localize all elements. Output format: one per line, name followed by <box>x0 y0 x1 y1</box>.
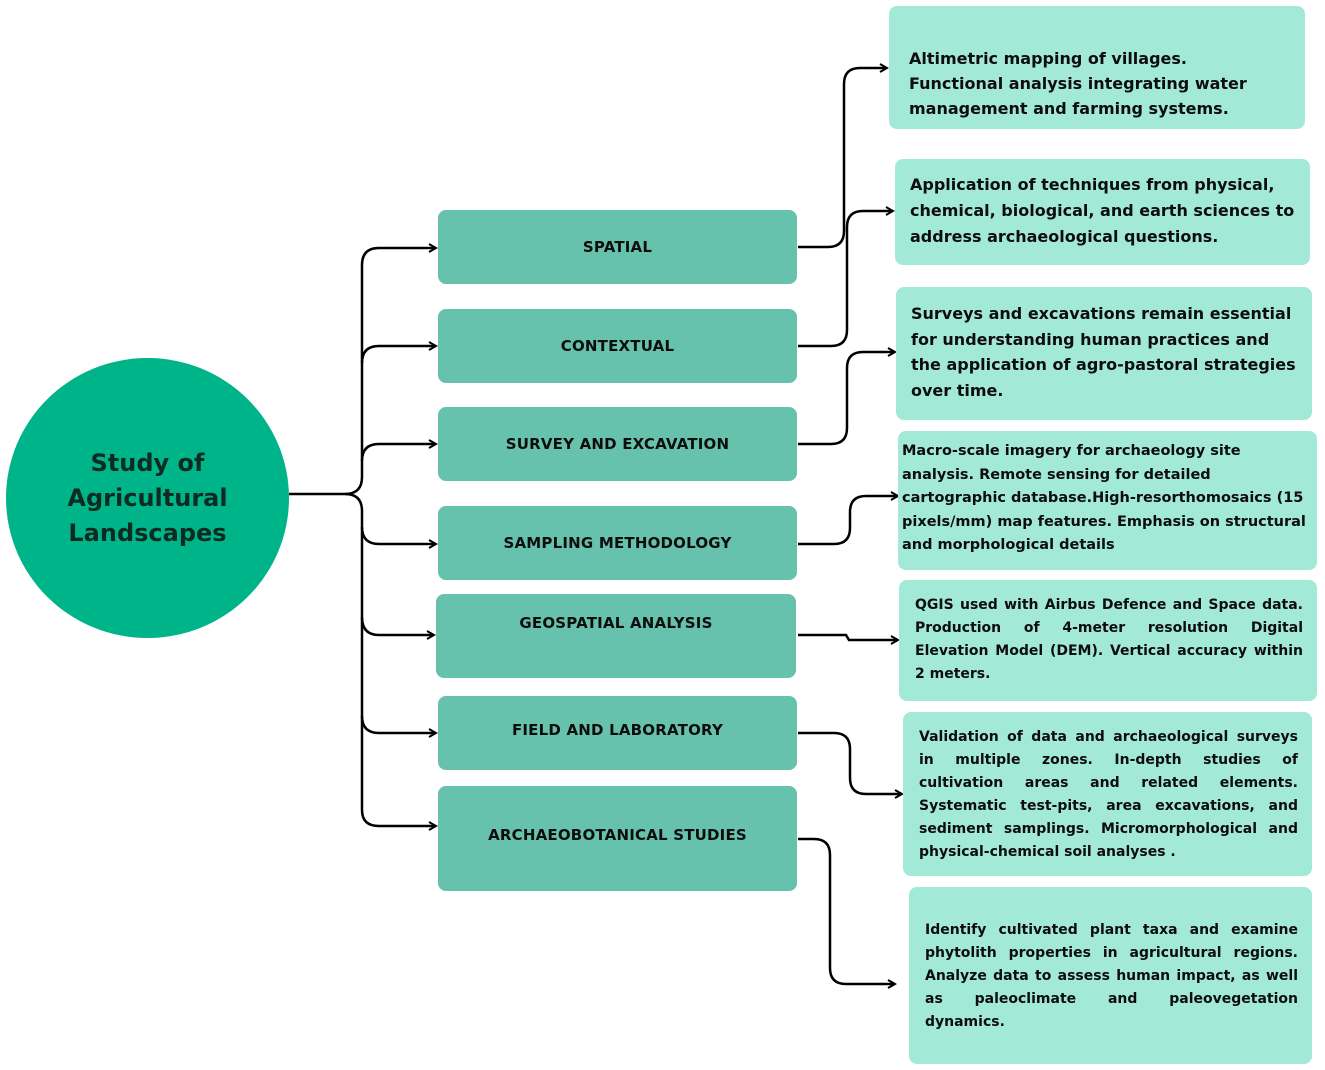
method-node-field-laboratory: FIELD AND LABORATORY <box>438 696 797 770</box>
description-sampling-methodology: Macro-scale imagery for archaeology site… <box>898 431 1317 570</box>
branch-connector-sampling <box>360 526 436 544</box>
link-spatial-to-desc <box>798 68 887 249</box>
method-label: SPATIAL <box>582 238 653 256</box>
description-contextual: Application of techniques from physical,… <box>895 159 1310 265</box>
description-text: Application of techniques from physical,… <box>910 175 1295 246</box>
root-trunk-lower-connector <box>344 492 436 826</box>
description-text: Altimetric mapping of villages. Function… <box>909 49 1247 118</box>
description-text: Macro-scale imagery for archaeology site… <box>902 443 1306 553</box>
method-label: GEOSPATIAL ANALYSIS <box>519 614 713 632</box>
description-text: Surveys and excavations remain essential… <box>911 304 1296 400</box>
method-node-archaeobotanical-studies: ARCHAEOBOTANICAL STUDIES <box>438 786 797 891</box>
link-survey-to-desc <box>798 352 895 446</box>
method-node-survey-excavation: SURVEY AND EXCAVATION <box>438 407 797 481</box>
description-geospatial-analysis: QGIS used with Airbus Defence and Space … <box>899 580 1317 701</box>
description-field-laboratory: Validation of data and archaeological su… <box>903 712 1312 876</box>
description-survey-excavation: Surveys and excavations remain essential… <box>896 287 1312 420</box>
method-label: SURVEY AND EXCAVATION <box>505 435 730 453</box>
branch-connector-contextual <box>360 346 436 364</box>
root-trunk-connector <box>289 248 436 496</box>
link-sampling-to-desc <box>798 496 898 546</box>
method-label: ARCHAEOBOTANICAL STUDIES <box>488 826 747 844</box>
method-label: FIELD AND LABORATORY <box>511 721 724 739</box>
root-title: Study of Agricultural Landscapes <box>67 448 228 547</box>
link-geospatial-to-desc <box>798 633 898 640</box>
link-contextual-to-desc <box>798 211 893 348</box>
link-archaeobotanical-to-desc <box>798 837 895 984</box>
branch-connector-geospatial <box>360 616 434 635</box>
method-node-spatial: SPATIAL <box>438 210 797 284</box>
method-label: CONTEXTUAL <box>560 337 675 355</box>
description-text: QGIS used with Airbus Defence and Space … <box>915 597 1303 682</box>
description-archaeobotanical-studies: Identify cultivated plant taxa and exami… <box>909 887 1312 1064</box>
root-node: Study of Agricultural Landscapes <box>6 358 289 638</box>
description-text: Validation of data and archaeological su… <box>919 729 1298 860</box>
method-node-geospatial-analysis: GEOSPATIAL ANALYSIS <box>436 594 796 678</box>
method-node-contextual: CONTEXTUAL <box>438 309 797 383</box>
branch-connector-field <box>360 715 436 733</box>
method-label: SAMPLING METHODOLOGY <box>503 534 732 552</box>
method-node-sampling-methodology: SAMPLING METHODOLOGY <box>438 506 797 580</box>
description-spatial: Altimetric mapping of villages. Function… <box>889 6 1305 129</box>
link-field-to-desc <box>798 731 902 794</box>
branch-connector-survey <box>360 444 436 462</box>
description-text: Identify cultivated plant taxa and exami… <box>925 922 1298 1030</box>
